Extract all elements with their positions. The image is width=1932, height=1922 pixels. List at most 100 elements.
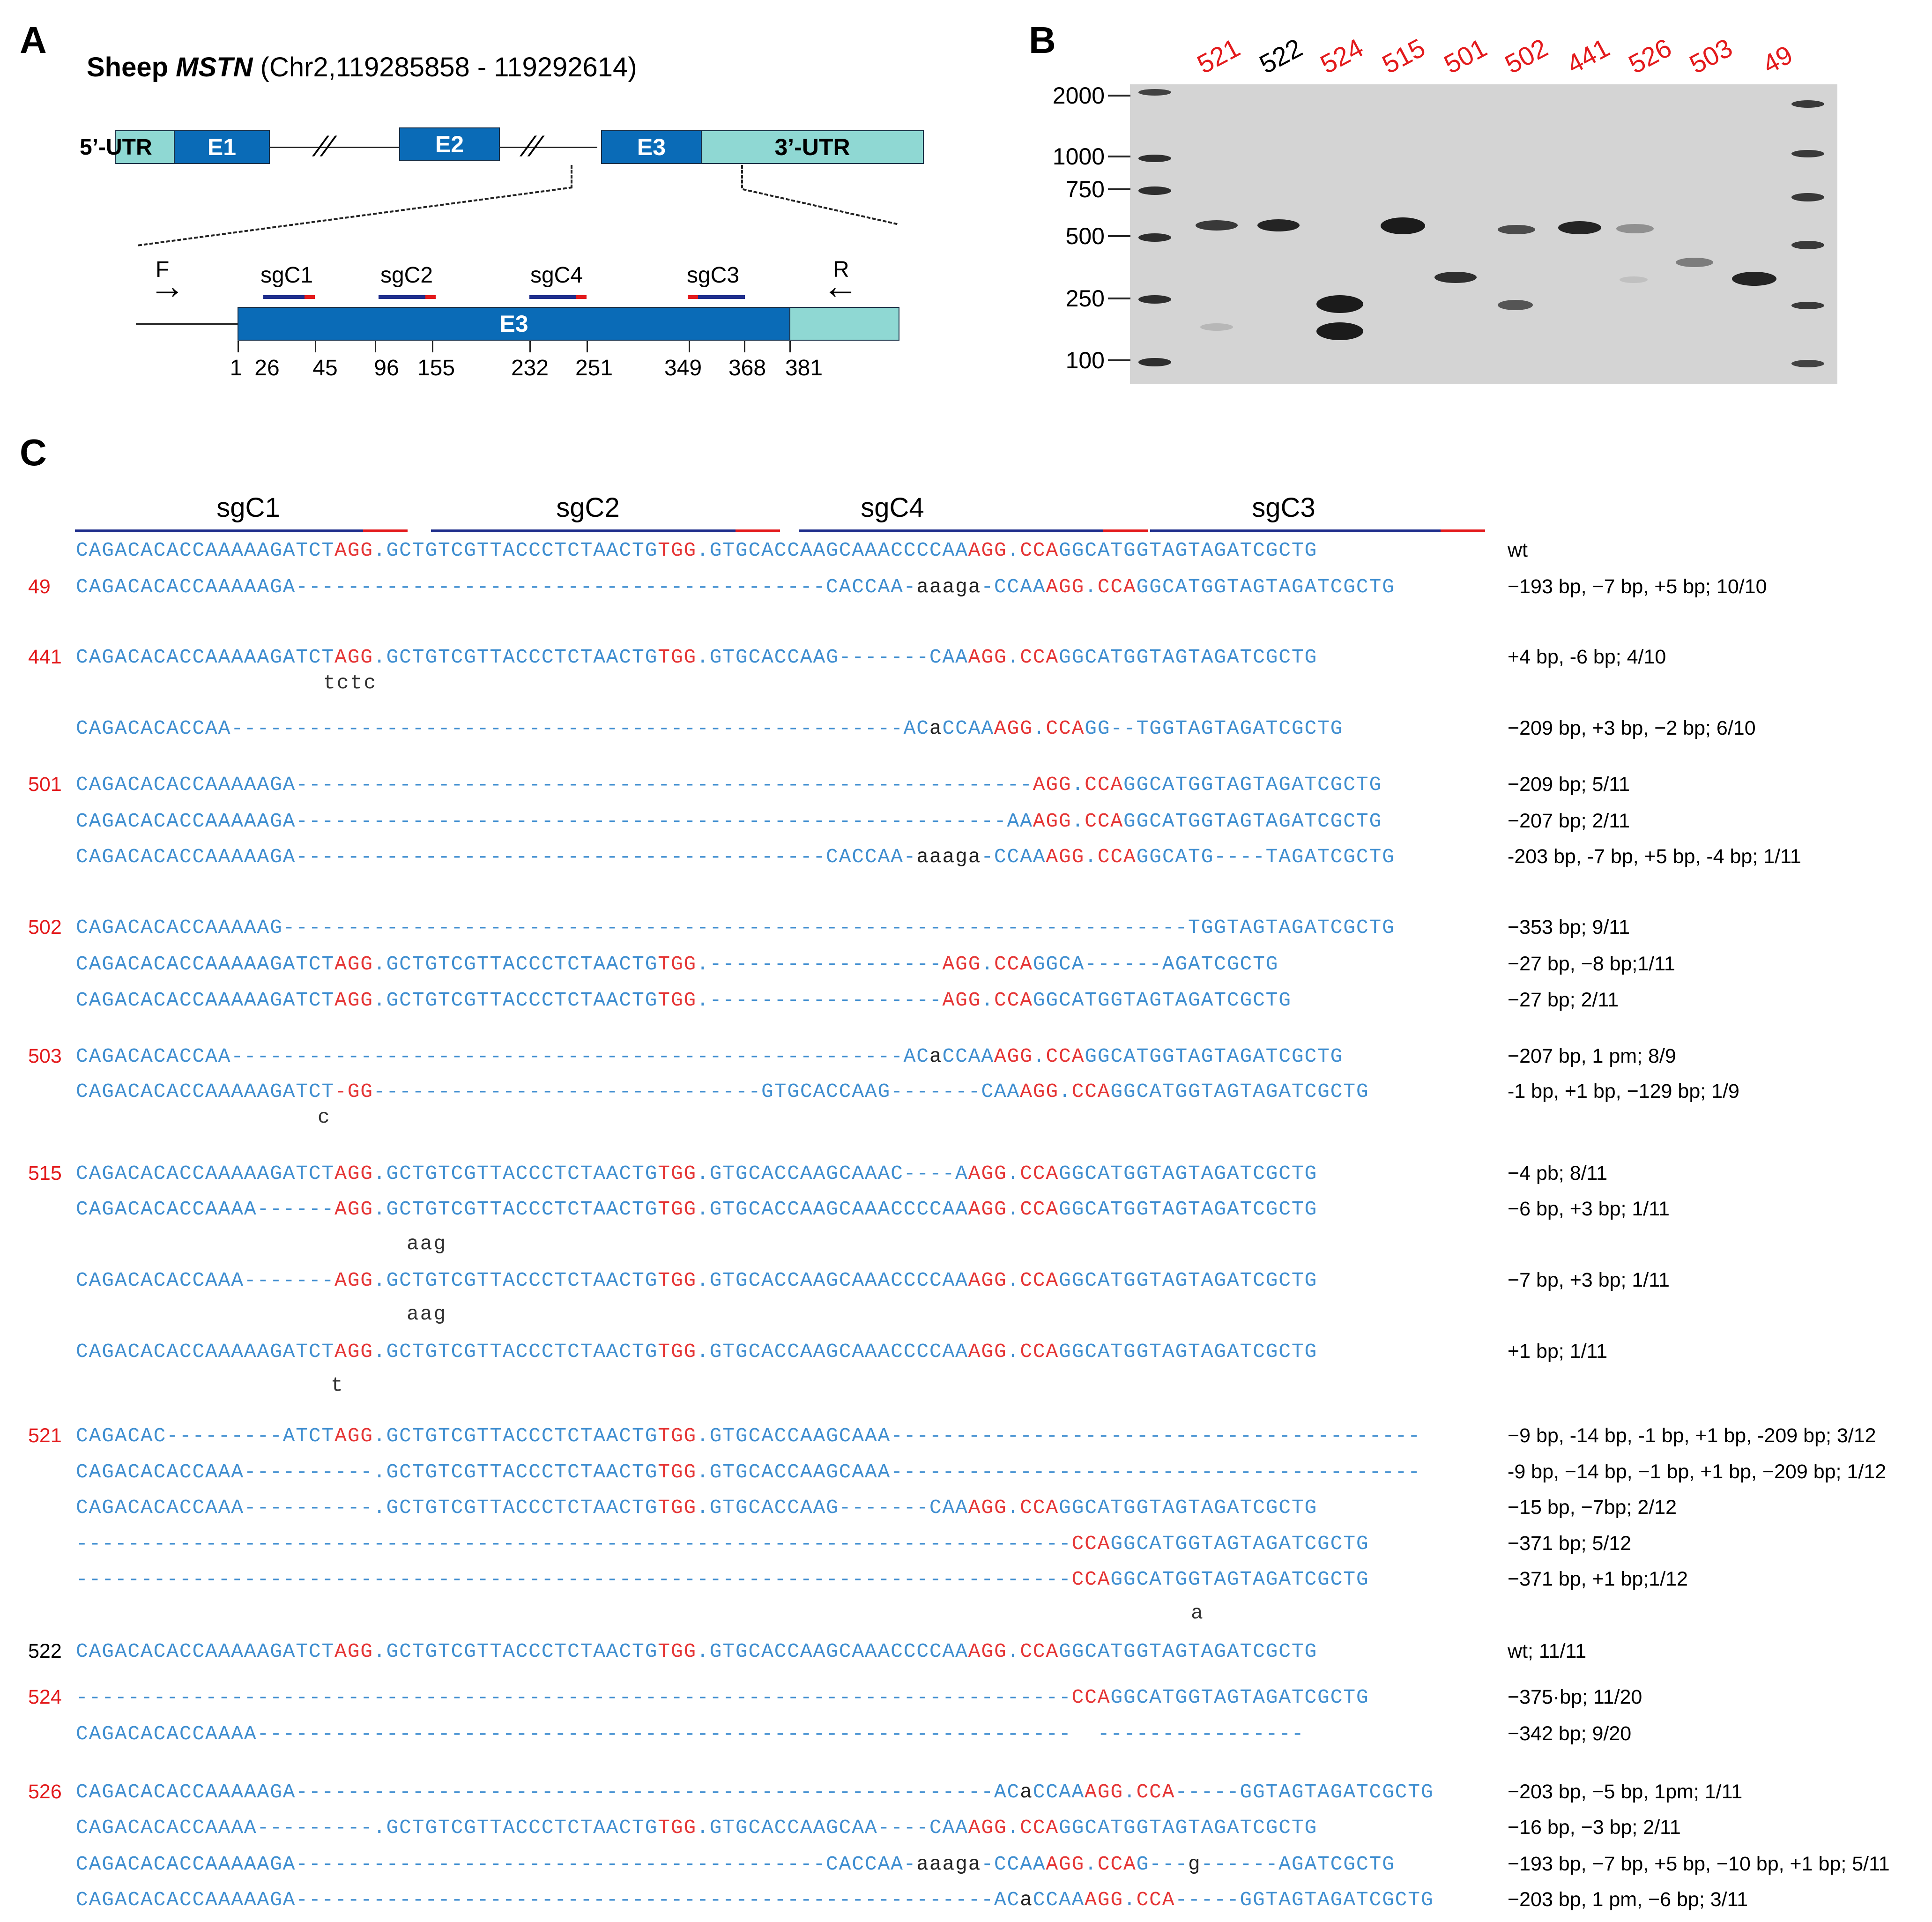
band-ladder-r-4 <box>1791 241 1824 249</box>
sequence-row: ----------------------------------------… <box>76 1532 1369 1555</box>
band-ladder-l-1 <box>1138 89 1171 96</box>
lane-label-522: 522 <box>1254 32 1308 80</box>
lane-label-524: 524 <box>1315 32 1368 80</box>
mutation-annotation: −207 bp, 1 pm; 8/9 <box>1508 1045 1676 1067</box>
utr5-label: 5’-UTR <box>80 135 152 160</box>
sequence-row: CAGACACACCAAA----------.GCTGTCGTTACCCTCT… <box>76 1460 1421 1483</box>
mutation-annotation: −27 bp; 2/11 <box>1508 989 1619 1011</box>
ladder-size-500: 500 <box>1065 223 1105 249</box>
lane-label-515: 515 <box>1377 32 1430 80</box>
sgrna-label-sgc2: sgC2 <box>380 263 433 288</box>
sequence-row: CAGACACACCAAA-------AGG.GCTGTCGTTACCCTCT… <box>76 1269 1318 1292</box>
header-bar-sgc2 <box>431 529 736 532</box>
mutation-annotation: −27 bp, −8 bp;1/11 <box>1508 953 1675 975</box>
mutation-annotation: -203 bp, -7 bp, +5 bp, -4 bp; 1/11 <box>1508 845 1801 868</box>
mutation-annotation: −371 bp; 5/12 <box>1508 1532 1632 1555</box>
band-ladder-l-6 <box>1138 358 1171 366</box>
ladder-size-250: 250 <box>1065 285 1105 312</box>
band-521-a <box>1196 220 1238 231</box>
band-ladder-r-1 <box>1791 100 1824 108</box>
position-349: 349 <box>664 356 702 380</box>
band-49 <box>1732 272 1776 286</box>
sample-id-522: 522 <box>28 1640 62 1662</box>
tick-96 <box>375 341 376 352</box>
utr5-box <box>115 130 175 164</box>
band-501 <box>1434 272 1477 283</box>
gene-title-coords: (Chr2,119285858 - 119292614) <box>253 52 637 82</box>
sequence-row: CAGACACACCAAAAAGA-----------------------… <box>76 1853 1395 1876</box>
tick-349 <box>689 341 690 352</box>
sequence-row: CAGACACACCAAAAAGATCTAGG.GCTGTCGTTACCCTCT… <box>76 953 1279 976</box>
mutation-annotation: +1 bp; 1/11 <box>1508 1340 1608 1363</box>
lane-label-502: 502 <box>1500 32 1553 80</box>
zoom-dash-left <box>138 186 572 246</box>
insertion-521: a <box>1191 1602 1204 1624</box>
mutation-annotation: +4 bp, -6 bp; 4/10 <box>1508 646 1666 668</box>
header-sgc4: sgC4 <box>861 492 924 523</box>
tick-1 <box>238 341 239 352</box>
header-pam-sgc3 <box>1441 529 1485 532</box>
lane-label-503: 503 <box>1684 32 1738 80</box>
sequence-row: CAGACACACCAAAAAGA-----------------------… <box>76 773 1382 796</box>
sgrna-label-sgc4: sgC4 <box>530 263 583 288</box>
sequence-row: CAGACACACCAAAAAGATCTAGG.GCTGTCGTTACCCTCT… <box>76 646 1318 669</box>
header-pam-sgc1 <box>363 529 408 532</box>
insertion-441: tctc <box>323 671 378 694</box>
lane-label-526: 526 <box>1623 32 1677 80</box>
header-sgc3: sgC3 <box>1252 492 1315 523</box>
mutation-annotation: wt <box>1508 539 1528 561</box>
panel-a-label: A <box>20 19 47 61</box>
exon2-label: E2 <box>435 131 464 157</box>
ladder-tick-100 <box>1108 359 1130 361</box>
ladder-tick-750 <box>1108 188 1130 190</box>
utr3-zoom-box <box>789 307 899 341</box>
exon3-zoom-label: E3 <box>499 311 528 337</box>
header-bar-sgc1 <box>75 529 363 532</box>
sequence-row: CAGACACACCAAAA---------.GCTGTCGTTACCCTCT… <box>76 1816 1318 1839</box>
header-bar-sgc4 <box>799 529 1103 532</box>
exon3-box: E3 <box>601 130 702 164</box>
primer-f-label: F <box>156 257 170 282</box>
sgrna-bar-sgc3 <box>698 295 745 299</box>
utr3-box: 3’-UTR <box>701 130 924 164</box>
gene-title-species: Sheep <box>87 52 176 82</box>
position-96: 96 <box>374 356 399 380</box>
exon1-label: E1 <box>207 134 237 160</box>
tick-232 <box>529 341 531 352</box>
sample-id-503: 503 <box>28 1045 62 1067</box>
position-381: 381 <box>785 356 823 380</box>
mutation-annotation: −15 bp, −7bp; 2/12 <box>1508 1496 1677 1519</box>
band-522 <box>1257 219 1300 231</box>
band-ladder-l-2 <box>1138 155 1171 162</box>
mutation-annotation: −371 bp, +1 bp;1/12 <box>1508 1568 1688 1590</box>
tick-251 <box>587 341 588 352</box>
position-368: 368 <box>728 356 766 380</box>
primer-r-label: R <box>833 257 849 282</box>
band-ladder-r-6 <box>1791 360 1824 367</box>
mutation-annotation: −375·bp; 11/20 <box>1508 1686 1642 1708</box>
ladder-size-1000: 1000 <box>1052 143 1105 170</box>
sgrna-label-sgc3: sgC3 <box>686 263 740 288</box>
primer-r-arrow-icon: ← <box>822 265 859 306</box>
sample-id-502: 502 <box>28 916 62 939</box>
band-515 <box>1381 217 1425 234</box>
sgrna-pam-sgc4 <box>576 295 587 299</box>
gene-title: Sheep MSTN (Chr2,119285858 - 119292614) <box>87 52 637 83</box>
sequence-row: CAGACACACCAAAAAGA-----------------------… <box>76 845 1395 868</box>
sequence-row: CAGACACACCAAAAAGA-----------------------… <box>76 575 1395 598</box>
mutation-annotation: −193 bp, −7 bp, +5 bp; 10/10 <box>1508 575 1767 598</box>
ladder-tick-1000 <box>1108 156 1130 157</box>
mutation-annotation: −209 bp, +3 bp, −2 bp; 6/10 <box>1508 717 1756 739</box>
sgrna-label-sgc1: sgC1 <box>260 263 313 288</box>
sequence-row: CAGACACACCAAAAAGATCTAGG.GCTGTCGTTACCCTCT… <box>76 1640 1318 1663</box>
band-503 <box>1676 258 1713 267</box>
mutation-annotation: −4 pb; 8/11 <box>1508 1162 1608 1184</box>
band-526-b <box>1620 276 1648 283</box>
sequence-row: CAGACACACCAAAAAGA-----------------------… <box>76 810 1382 833</box>
mutation-annotation: −342 bp; 9/20 <box>1508 1722 1632 1745</box>
position-232: 232 <box>511 356 549 380</box>
mutation-annotation: −203 bp, −5 bp, 1pm; 1/11 <box>1508 1780 1743 1803</box>
ladder-tick-2000 <box>1108 95 1130 97</box>
header-pam-sgc4 <box>1103 529 1148 532</box>
mutation-annotation: −7 bp, +3 bp; 1/11 <box>1508 1269 1670 1291</box>
